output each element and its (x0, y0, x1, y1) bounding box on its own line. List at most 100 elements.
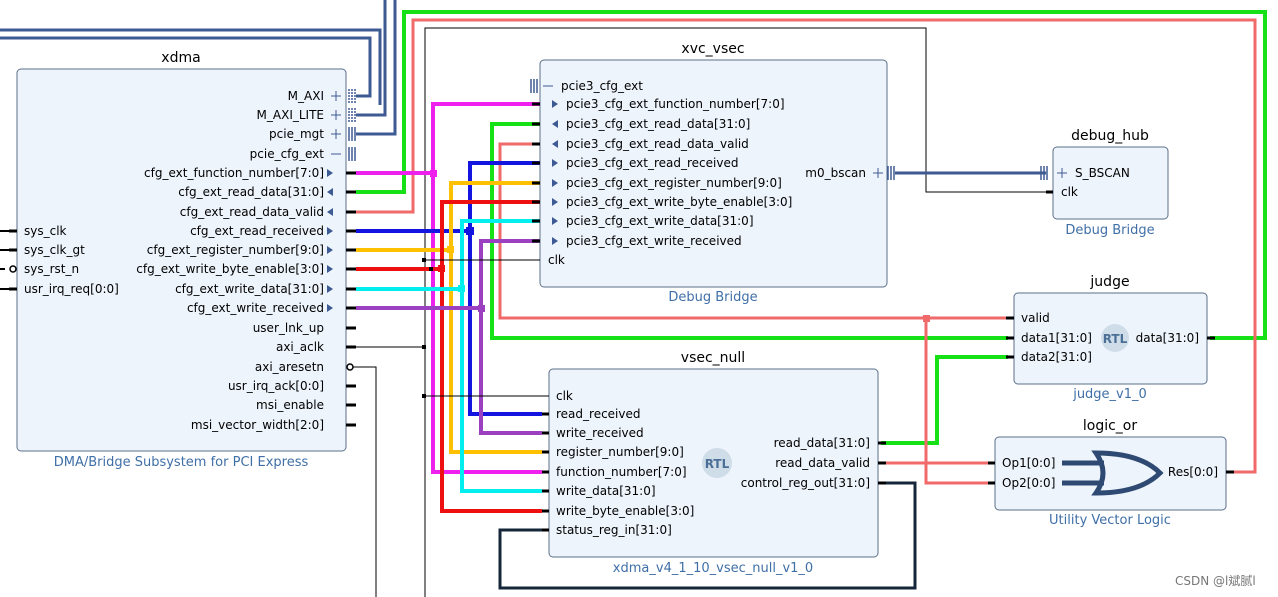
bus-interface-icon[interactable] (348, 108, 356, 122)
net-junctions (422, 170, 930, 398)
port-cfg-ext-register-number-label: cfg_ext_register_number[9:0] (147, 243, 324, 257)
rtl-badge: RTL (702, 448, 732, 478)
bus-interface-icon[interactable] (1040, 166, 1048, 180)
port-valid-label: valid (1021, 311, 1050, 325)
net-axi-aclk[interactable] (356, 191, 1046, 397)
port-out-arrow (327, 169, 333, 177)
block-title: xvc_vsec (681, 41, 744, 57)
port-sys-rst-n-label: sys_rst_n (24, 262, 79, 276)
net-write-data[interactable] (356, 219, 542, 493)
net-pcie-mgt[interactable] (356, 0, 397, 136)
port-out-arrow (327, 246, 333, 254)
net-control-reg-out[interactable] (498, 481, 917, 590)
port-status-reg-in-label: status_reg_in[31:0] (556, 523, 672, 537)
port-data2-label: data2[31:0] (1021, 350, 1092, 364)
rtl-badge: RTL (1101, 324, 1129, 352)
port-write-byte-enable-label: write_byte_enable[3:0] (556, 504, 694, 518)
net-function-number[interactable] (356, 102, 542, 474)
port-clk-label: clk (1061, 185, 1078, 199)
port-out-arrow (552, 198, 558, 206)
block-subtitle: xdma_v4_1_10_vsec_null_v1_0 (613, 561, 813, 576)
net-register-number[interactable] (356, 181, 542, 454)
port-axi-aclk-label: axi_aclk (276, 340, 324, 354)
block-subtitle: judge_v1_0 (1072, 387, 1147, 402)
net-m-axi-lite[interactable] (356, 0, 387, 117)
port-op2-label: Op2[0:0] (1002, 476, 1055, 490)
net-read-data-valid-salmon[interactable] (356, 18, 1257, 485)
port-pcie3-cfg-ext-write-received-label: pcie3_cfg_ext_write_received (566, 234, 742, 248)
rtl-badge-label: RTL (1103, 332, 1128, 346)
port-out-arrow (327, 227, 333, 235)
net-write-received[interactable] (356, 239, 542, 435)
port-pcie3-cfg-ext-function-number-label: pcie3_cfg_ext_function_number[7:0] (566, 97, 785, 111)
port-out-arrow (552, 179, 558, 187)
port-msi-enable-label: msi_enable (256, 398, 324, 412)
block-body[interactable] (1052, 146, 1169, 220)
port-pcie3-cfg-ext-write-data-label: pcie3_cfg_ext_write_data[31:0] (566, 214, 754, 228)
block-title: debug_hub (1071, 128, 1149, 144)
bus-interface-icon[interactable] (530, 79, 538, 93)
bus-expand-icon[interactable] (331, 110, 341, 120)
port-m-axi-label: M_AXI (288, 89, 324, 103)
port-write-data-label: write_data[31:0] (556, 484, 656, 498)
bus-expand-icon[interactable] (331, 129, 341, 139)
rtl-badge-label: RTL (705, 457, 730, 471)
port-cfg-ext-read-data-valid-label: cfg_ext_read_data_valid (180, 205, 324, 219)
port-clk-label: clk (556, 389, 573, 403)
port-sys-clk-gt-label: sys_clk_gt (24, 243, 85, 257)
block-body[interactable] (16, 68, 347, 452)
block-title: vsec_null (681, 350, 745, 366)
port-m-axi-lite-label: M_AXI_LITE (257, 108, 324, 122)
port-out-arrow (327, 285, 333, 293)
port-pcie3-cfg-ext-read-received-label: pcie3_cfg_ext_read_received (566, 156, 738, 170)
port-user-lnk-up-label: user_lnk_up (253, 321, 324, 335)
port-pcie-mgt-label: pcie_mgt (269, 127, 324, 141)
block-subtitle: Utility Vector Logic (1049, 513, 1171, 528)
port-data1-label: data1[31:0] (1021, 331, 1092, 345)
port-usr-irq-ack-label: usr_irq_ack[0:0] (228, 379, 324, 393)
port-cfg-ext-read-data-label: cfg_ext_read_data[31:0] (178, 185, 324, 199)
net-m-axi[interactable] (0, 28, 382, 105)
bus-interface-icon[interactable] (348, 147, 356, 161)
net-xdma-inputs[interactable] (0, 230, 9, 290)
port-pcie3-cfg-ext-read-data-valid-label: pcie3_cfg_ext_read_data_valid (566, 137, 749, 151)
port-write-received-label: write_received (556, 426, 644, 440)
bus-expand-icon[interactable] (331, 91, 341, 101)
port-cfg-ext-function-number-label: cfg_ext_function_number[7:0] (144, 166, 324, 180)
block-body[interactable] (539, 59, 888, 288)
port-in-arrow (327, 208, 333, 216)
port-cfg-ext-write-data-label: cfg_ext_write_data[31:0] (175, 282, 324, 296)
bus-expand-icon[interactable] (873, 168, 883, 178)
port-control-reg-out-label: control_reg_out[31:0] (741, 476, 870, 490)
bus-interface-icon[interactable] (348, 89, 356, 103)
port-cfg-ext-read-received-label: cfg_ext_read_received (190, 224, 324, 238)
net-axi-aresetn[interactable] (352, 366, 377, 597)
bus-interface-icon[interactable] (887, 166, 895, 180)
port-in-arrow (327, 188, 333, 196)
net-write-byte-enable[interactable] (356, 200, 542, 513)
port-op1-label: Op1[0:0] (1002, 456, 1055, 470)
watermark: CSDN @l斌腻l (1175, 574, 1256, 588)
port-pcie3-cfg-ext-register-number-label: pcie3_cfg_ext_register_number[9:0] (566, 176, 782, 190)
or-gate-icon (1062, 450, 1164, 496)
port-out-arrow (327, 265, 333, 273)
port-axi-aresetn-label: axi_aresetn (255, 360, 324, 374)
port-res-label: Res[0:0] (1168, 465, 1218, 479)
active-low-icon (346, 363, 354, 371)
port-register-number-label: register_number[9:0] (556, 445, 684, 459)
port-read-data-valid-label: read_data_valid (775, 456, 870, 470)
bus-interface-icon[interactable] (348, 127, 356, 141)
block-subtitle: DMA/Bridge Subsystem for PCI Express (54, 455, 309, 470)
port-out-arrow (552, 100, 558, 108)
port-out-arrow (552, 237, 558, 245)
port-cfg-ext-write-received-label: cfg_ext_write_received (187, 301, 324, 315)
port-out-arrow (552, 159, 558, 167)
bus-expand-icon[interactable] (1057, 168, 1067, 178)
